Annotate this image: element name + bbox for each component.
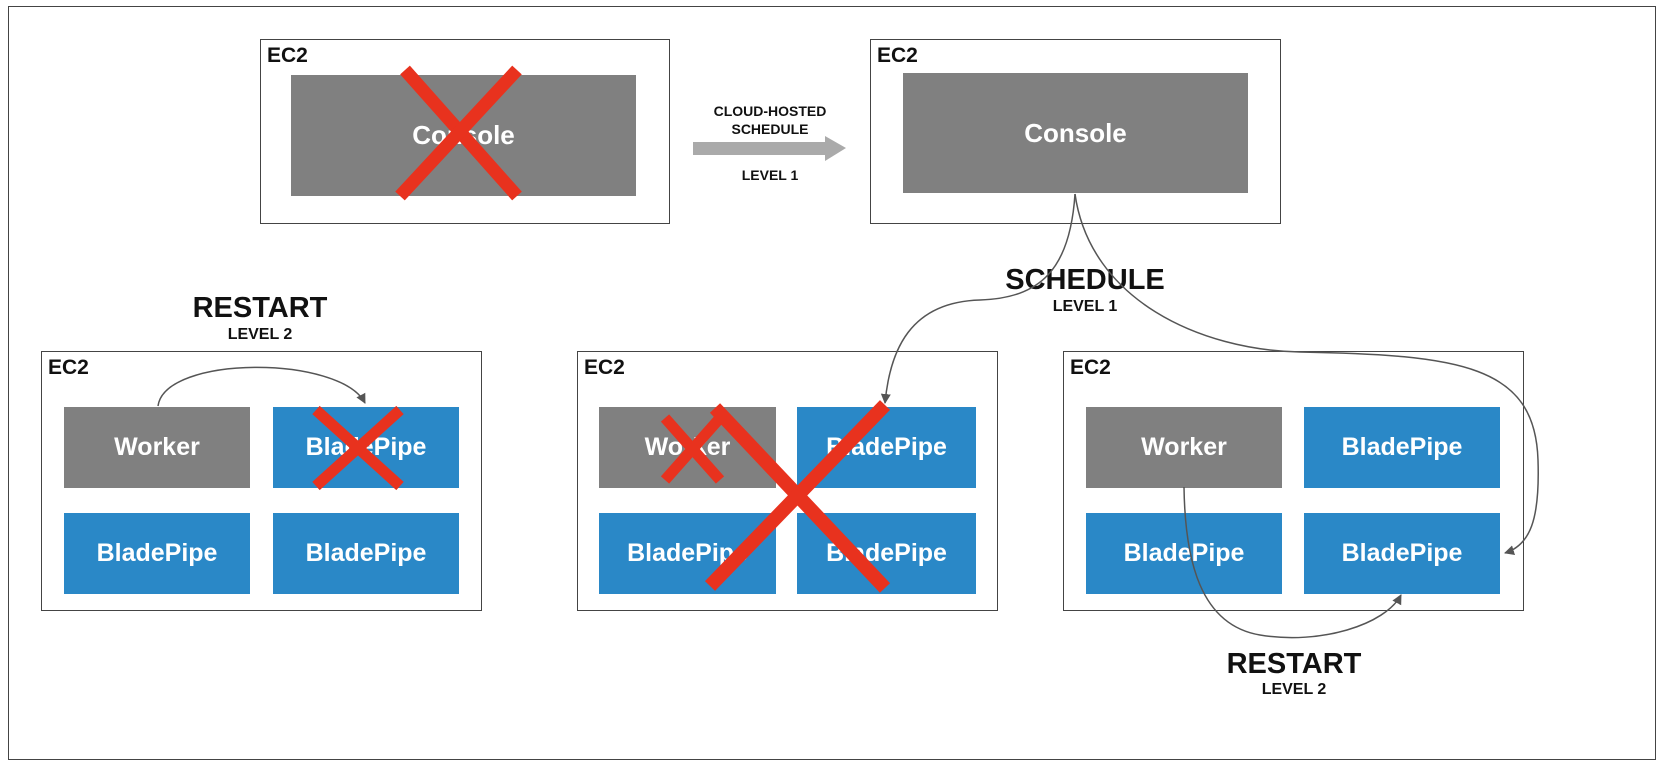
ec2-bottom-right: EC2 Worker BladePipe BladePipe BladePipe bbox=[1063, 351, 1524, 611]
ec2-bottom-left: EC2 Worker BladePipe BladePipe BladePipe bbox=[41, 351, 482, 611]
bladepipe-box: BladePipe bbox=[1304, 407, 1500, 488]
schedule-small-label: SCHEDULE bbox=[731, 121, 809, 137]
ec2-top-right: EC2 Console bbox=[870, 39, 1281, 224]
restart-arrow-left bbox=[157, 366, 366, 407]
restart-right-level: LEVEL 2 bbox=[1261, 681, 1327, 698]
ec2-label: EC2 bbox=[1070, 356, 1111, 379]
schedule-arrow-to-middle bbox=[880, 193, 1076, 404]
worker-box: Worker bbox=[1086, 407, 1282, 488]
restart-left-title: RESTART bbox=[192, 292, 328, 324]
schedule-arrow-to-right bbox=[1074, 193, 1539, 556]
ec2-label: EC2 bbox=[267, 44, 308, 67]
ec2-top-left: EC2 Console bbox=[260, 39, 670, 224]
restart-right-title: RESTART bbox=[1226, 648, 1362, 680]
cross-worker-middle-icon bbox=[660, 414, 725, 484]
transition-level-label: LEVEL 1 bbox=[741, 167, 799, 183]
schedule-level: LEVEL 1 bbox=[1052, 298, 1118, 315]
transition-arrow-icon bbox=[693, 136, 846, 161]
bladepipe-box: BladePipe bbox=[273, 513, 459, 594]
cross-ec2-middle-icon bbox=[704, 400, 891, 593]
cross-bladepipe-left-icon bbox=[312, 405, 404, 491]
schedule-title: SCHEDULE bbox=[1005, 264, 1165, 296]
ec2-label: EC2 bbox=[877, 44, 918, 67]
console-box: Console bbox=[903, 73, 1248, 193]
ec2-label: EC2 bbox=[584, 356, 625, 379]
restart-left-level: LEVEL 2 bbox=[227, 326, 293, 343]
cross-console-icon bbox=[395, 65, 522, 201]
diagram-frame bbox=[8, 6, 1656, 760]
ec2-label: EC2 bbox=[48, 356, 89, 379]
bladepipe-box-restarted: BladePipe bbox=[1304, 513, 1500, 594]
bladepipe-box: BladePipe bbox=[1086, 513, 1282, 594]
worker-box: Worker bbox=[64, 407, 250, 488]
bladepipe-box: BladePipe bbox=[797, 407, 976, 488]
bladepipe-box: BladePipe bbox=[64, 513, 250, 594]
restart-arrow-right bbox=[1183, 486, 1402, 639]
cloud-hosted-label: CLOUD-HOSTED bbox=[713, 103, 827, 119]
